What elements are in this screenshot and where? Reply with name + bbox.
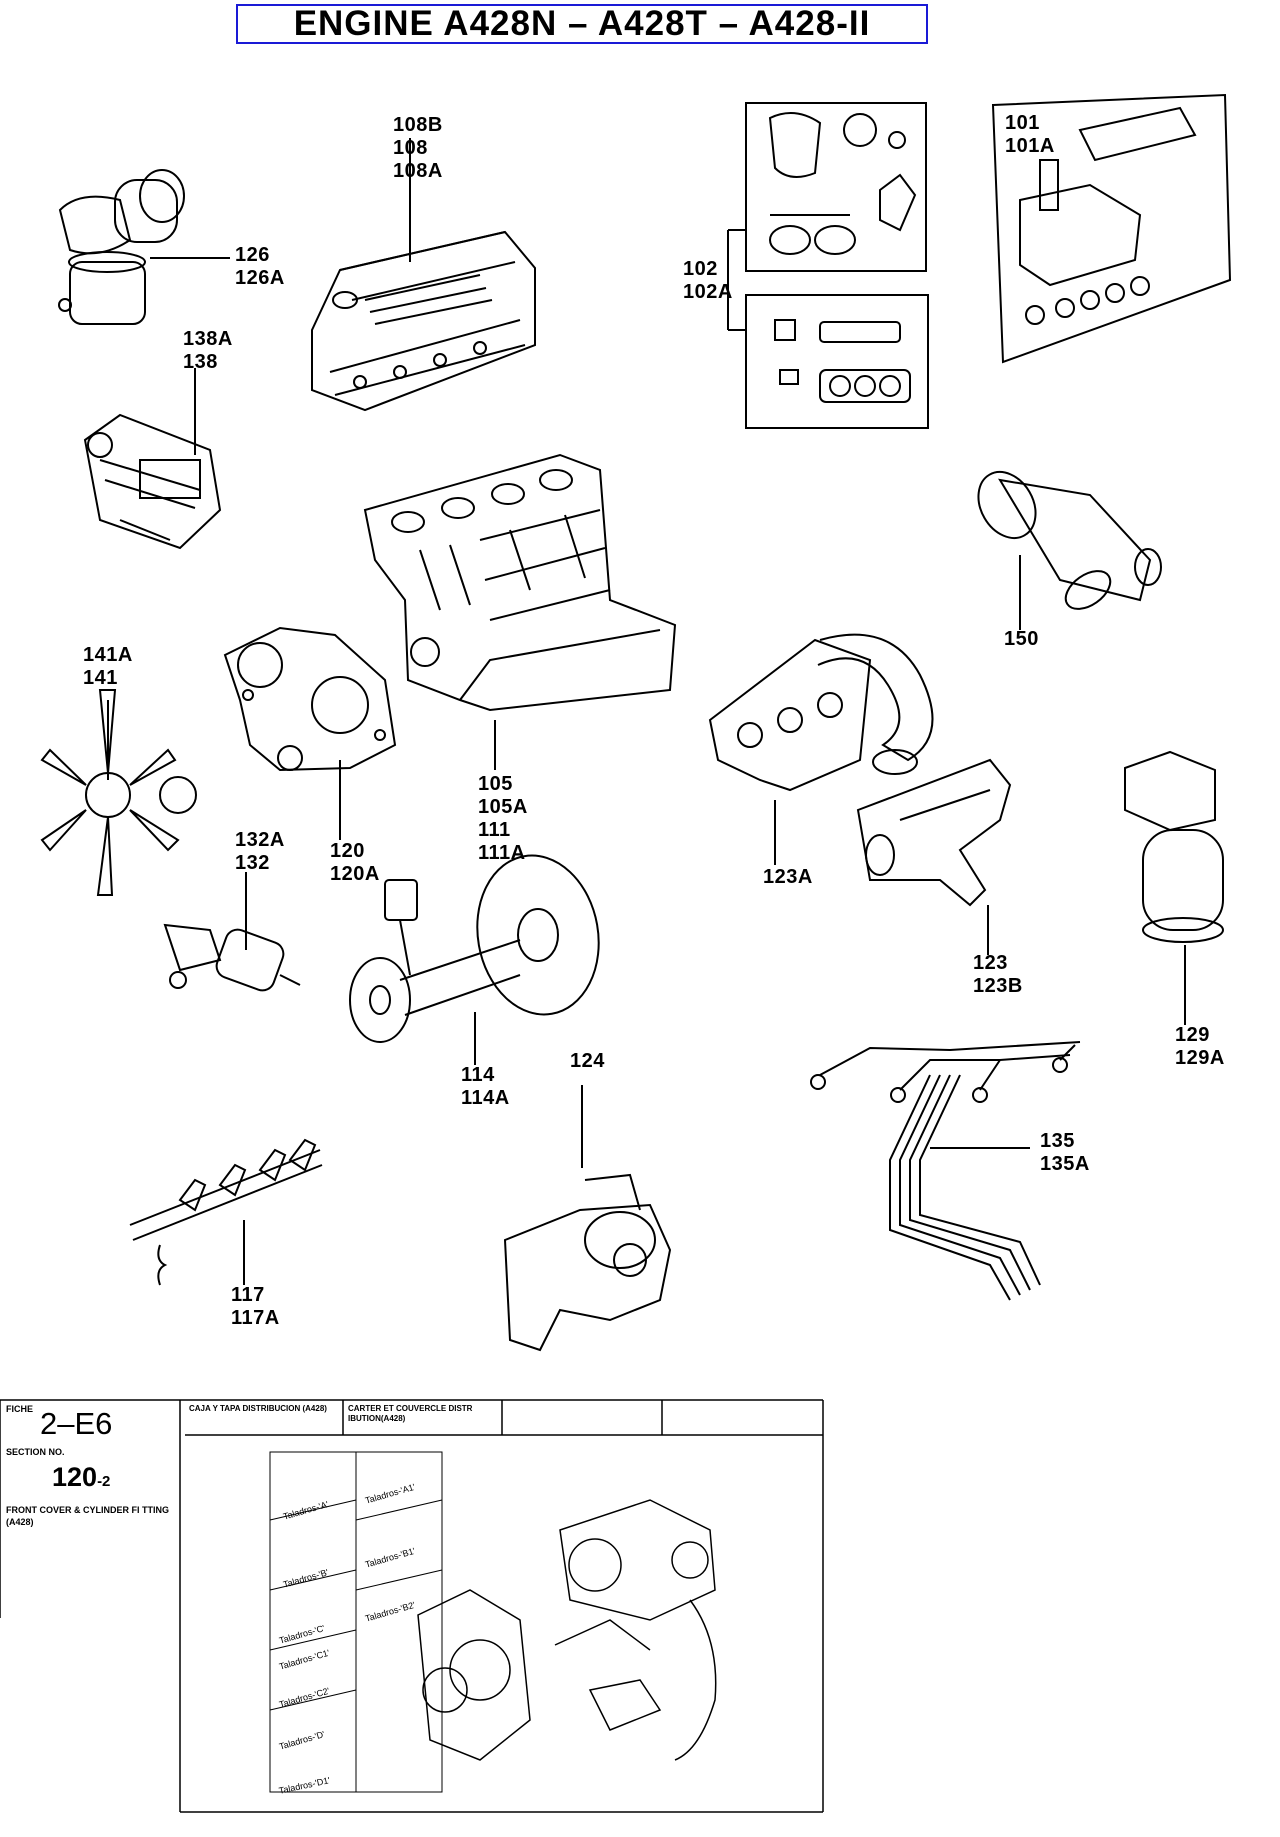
crankshaft-flywheel-drawing [349,854,600,1043]
fuel-filter-drawing [163,923,301,992]
inset-header-es: CAJA Y TAPA DISTRIBUCION (A428) [189,1404,327,1413]
cooling-fan-drawing [40,689,197,896]
turbocharger-drawing [503,1173,672,1352]
exhaust-manifold-drawing [708,633,934,792]
callout-123a: 123A [763,866,813,888]
fiche-label: FICHE [6,1404,33,1414]
section-label: SECTION NO. [6,1447,65,1457]
cylinder-head-drawing [311,230,536,412]
page-title: ENGINE A428N – A428T – A428-II [236,4,928,44]
fuel-lines-drawing [810,1041,1081,1301]
inset-cover-drawing [417,1499,717,1761]
fiche-panel: FICHE 2–E6 SECTION NO. 120-2 FRONT COVER… [0,1400,180,1620]
fiche-value: 2–E6 [40,1406,113,1441]
inset-header-fr: CARTER ET COUVERCLE DISTR IBUTION(A428) [348,1404,473,1423]
injection-pump-drawing [83,413,222,550]
timing-cover-drawing [223,626,397,772]
rocker-shaft-drawing [129,1138,323,1286]
engine-block-drawing [363,453,677,712]
oil-filter-drawing [58,169,185,325]
taladros-panels [269,1451,443,1793]
air-intake-drawing [977,471,1162,610]
gasket-kit-drawing [745,102,929,429]
intake-manifold-drawing [856,758,1012,907]
short-block-drawing [991,93,1232,364]
section-description: FRONT COVER & CYLINDER FI TTING (A428) [6,1505,169,1527]
callout-124: 124 [570,1050,605,1072]
secondary-filter-drawing [1124,750,1224,943]
callout-150: 150 [1004,628,1039,650]
section-value: 120-2 [52,1462,111,1492]
